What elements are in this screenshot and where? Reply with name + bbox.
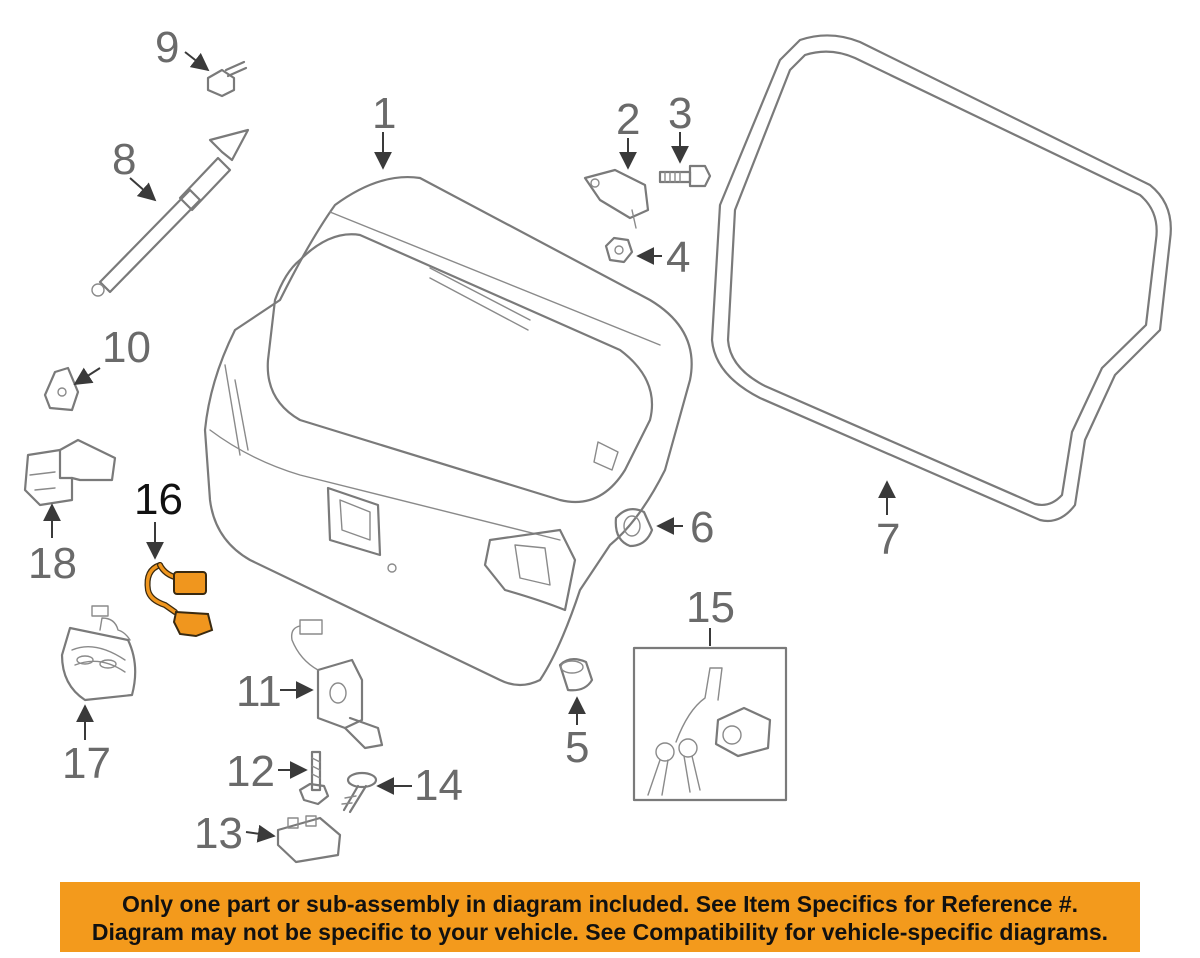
- latch-part-11: [290, 619, 384, 750]
- switch-part-13: [276, 815, 342, 864]
- callout-8: 8: [112, 135, 136, 184]
- notice-banner: Only one part or sub-assembly in diagram…: [60, 882, 1140, 952]
- callout-5: 5: [565, 723, 589, 772]
- callout-10: 10: [102, 323, 151, 372]
- callout-15: 15: [686, 583, 735, 632]
- callout-16: 16: [134, 475, 183, 524]
- callout-4: 4: [666, 233, 690, 282]
- parts-diagram: 1 2 3 4 5 6 7 8 9 10 11 12 13 14 15 16 1…: [23, 23, 1172, 864]
- callout-labels: 1 2 3 4 5 6 7 8 9 10 11 12 13 14 15 16 1…: [28, 23, 900, 858]
- bracket-part-18: [23, 438, 117, 507]
- bolt-part-3: [658, 164, 712, 188]
- handle-part-17: [60, 605, 137, 702]
- bolt-part-12: [298, 750, 330, 806]
- callout-7: 7: [876, 515, 900, 564]
- screw-part-14: [341, 771, 378, 814]
- callout-14: 14: [414, 761, 463, 810]
- callout-12: 12: [226, 747, 275, 796]
- bumper-part-10: [43, 366, 80, 412]
- callout-9: 9: [155, 23, 179, 72]
- wiring-harness-part-16: [144, 562, 214, 638]
- weatherstrip-part-7: [710, 34, 1172, 523]
- callout-13: 13: [194, 809, 243, 858]
- grommet-part-6: [614, 507, 654, 548]
- lock-kit-part-15: [632, 646, 788, 802]
- callout-1: 1: [372, 89, 396, 138]
- bolt-part-9: [206, 60, 248, 98]
- notice-line-1: Only one part or sub-assembly in diagram…: [121, 891, 1079, 917]
- callout-18: 18: [28, 539, 77, 588]
- nut-part-4: [604, 236, 634, 264]
- plug-part-5: [558, 658, 594, 692]
- callout-2: 2: [616, 95, 640, 144]
- notice-line-2: Diagram may not be specific to your vehi…: [91, 919, 1109, 945]
- callout-11: 11: [236, 667, 282, 716]
- hinge-part-2: [583, 168, 650, 229]
- gas-strut-part-8: [91, 128, 250, 297]
- callout-3: 3: [668, 89, 692, 138]
- callout-6: 6: [690, 503, 714, 552]
- liftgate-part-1: [203, 176, 693, 687]
- callout-17: 17: [62, 739, 111, 788]
- leader-lines: [43, 51, 896, 843]
